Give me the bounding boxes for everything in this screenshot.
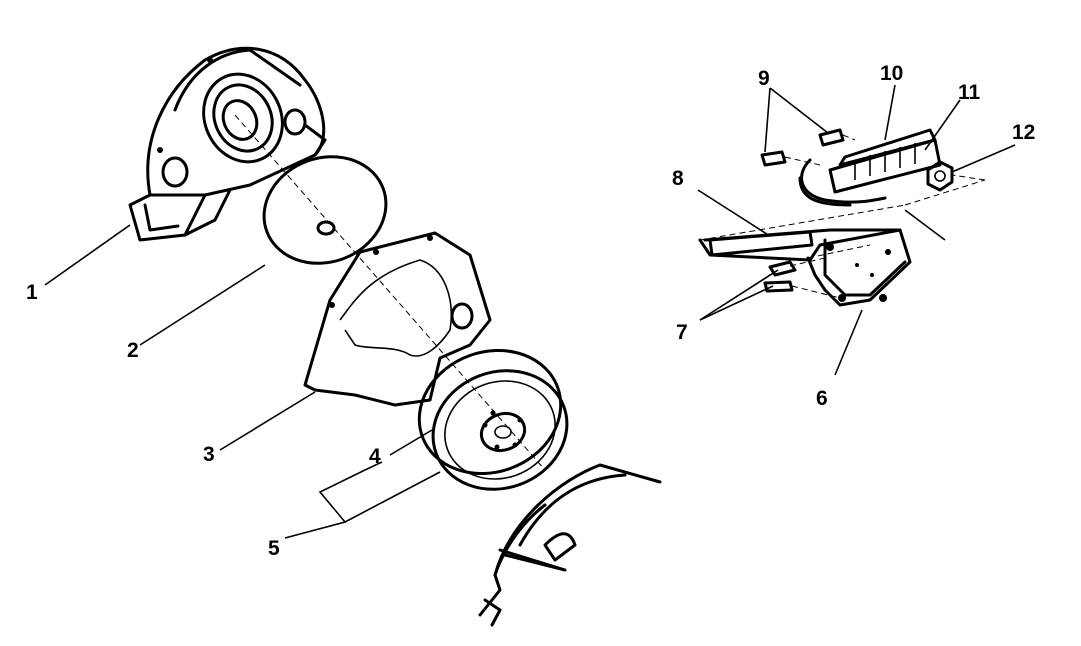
callout-leaders bbox=[44, 84, 1016, 539]
callout-6: 6 bbox=[816, 387, 828, 410]
callout-5: 5 bbox=[268, 537, 280, 560]
callout-1: 1 bbox=[26, 281, 38, 304]
part-1-housing-cover bbox=[128, 46, 327, 242]
callout-2: 2 bbox=[127, 339, 139, 362]
callout-10: 10 bbox=[880, 62, 904, 85]
part-4-5-flywheel bbox=[417, 348, 569, 491]
part-2-gasket-disc bbox=[262, 155, 388, 265]
assembly-dashed-lines bbox=[699, 174, 986, 259]
callout-9: 9 bbox=[758, 67, 770, 90]
bell-housing-fragment bbox=[478, 463, 662, 627]
part-8-strip bbox=[708, 230, 814, 257]
part-12-nut bbox=[926, 160, 954, 192]
callout-8: 8 bbox=[672, 167, 684, 190]
callout-3: 3 bbox=[203, 443, 215, 466]
callout-7: 7 bbox=[676, 321, 688, 344]
callout-4: 4 bbox=[369, 445, 381, 468]
part-6-bracket bbox=[698, 228, 912, 307]
part-3-adapter-plate bbox=[303, 231, 492, 407]
part-9-screws bbox=[760, 128, 856, 167]
callout-11: 11 bbox=[958, 81, 981, 104]
center-axis bbox=[234, 114, 546, 471]
part-10-terminal-block bbox=[798, 128, 942, 207]
callout-12: 12 bbox=[1012, 121, 1036, 144]
